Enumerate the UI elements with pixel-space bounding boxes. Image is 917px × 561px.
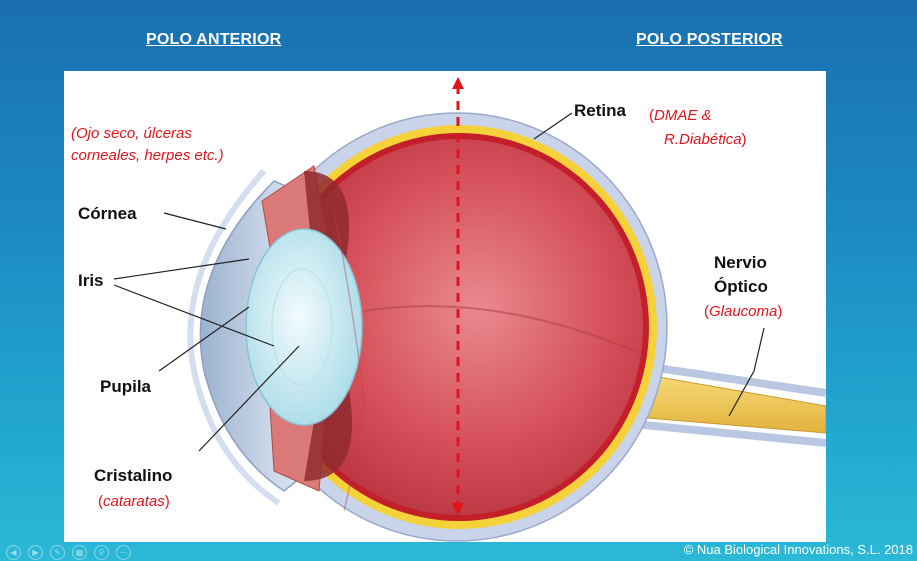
note-retina-diabetica: R.Diabética	[664, 131, 742, 148]
note-glaucoma-text: Glaucoma	[709, 303, 777, 320]
prev-icon[interactable]: ◀	[6, 545, 21, 560]
more-icon[interactable]: ⋯	[116, 545, 131, 560]
note-anterior-line2: corneales, herpes etc.)	[71, 145, 224, 166]
leader-retina	[534, 113, 572, 139]
note-retina-close-paren: )	[742, 131, 747, 148]
copyright-notice: © Nua Biological Innovations, S.L. 2018	[684, 542, 913, 557]
note-retina-line2: R.Diabética)	[664, 129, 747, 150]
label-cristalino: Cristalino	[94, 466, 172, 486]
label-pupila: Pupila	[100, 377, 151, 397]
crystalline-lens	[246, 229, 362, 425]
note-cataratas: (cataratas)	[98, 491, 170, 512]
next-icon[interactable]: ▶	[28, 545, 43, 560]
heading-polo-anterior: POLO ANTERIOR	[146, 31, 281, 49]
label-optico: Óptico	[714, 277, 768, 297]
note-glaucoma: (Glaucoma)	[704, 301, 782, 322]
label-nervio: Nervio	[714, 253, 767, 273]
slides-icon[interactable]: ▦	[72, 545, 87, 560]
pen-icon[interactable]: ✎	[50, 545, 65, 560]
divider-arrow-up	[452, 77, 464, 89]
note-cataratas-text: cataratas	[103, 493, 165, 510]
label-retina: Retina	[574, 101, 626, 121]
label-cornea: Córnea	[78, 204, 137, 224]
note-glaucoma-close-paren: )	[777, 303, 782, 320]
label-iris: Iris	[78, 271, 104, 291]
note-retina-dmae: DMAE &	[654, 107, 712, 124]
heading-polo-posterior: POLO POSTERIOR	[636, 31, 783, 49]
note-retina-line1: (DMAE &	[649, 105, 712, 126]
zoom-icon[interactable]: ⚲	[94, 545, 109, 560]
leader-cornea	[164, 213, 226, 229]
note-anterior-line1: (Ojo seco, úlceras	[71, 123, 192, 144]
eye-diagram-panel: Córnea Iris Pupila Cristalino Retina Ner…	[64, 71, 826, 542]
note-cataratas-close-paren: )	[165, 493, 170, 510]
